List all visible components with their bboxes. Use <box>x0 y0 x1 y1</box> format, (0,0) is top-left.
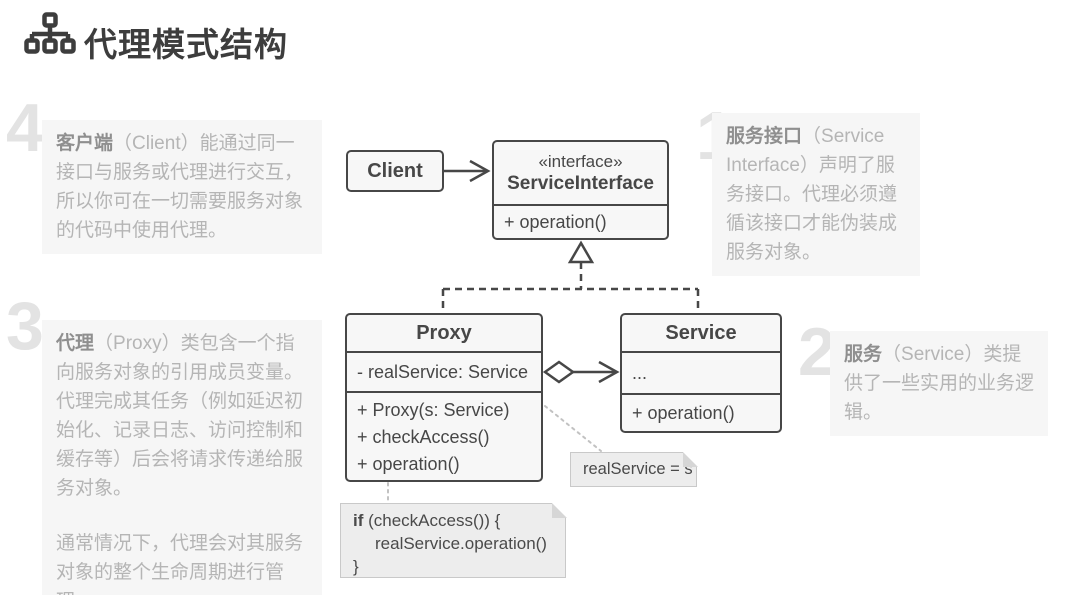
class-name-client: Client <box>367 159 423 182</box>
note-assignment-text: realService = s <box>583 460 693 478</box>
method-operation: + operation() <box>494 204 667 240</box>
annotation-number-3: 3 <box>6 288 44 364</box>
annotation-service-interface-text: （Service Interface）声明了服务接口。代理必须遵循该接口才能伪装… <box>726 126 898 263</box>
class-name-service-interface: ServiceInterface <box>507 172 654 194</box>
annotation-service-interface: 服务接口（Service Interface）声明了服务接口。代理必须遵循该接口… <box>712 113 920 276</box>
method-proxy-constructor: + Proxy(s: Service) <box>357 399 510 420</box>
association-arrowhead-icon <box>469 159 491 183</box>
class-box-service-interface: «interface» ServiceInterface + operation… <box>492 140 669 240</box>
note-code-keyword: if <box>353 511 364 530</box>
page-title: 代理模式结构 <box>84 26 288 63</box>
note-code-line-2: realService.operation() <box>375 534 547 553</box>
annotation-client: 客户端（Client）能通过同一接口与服务或代理进行交互，所以你可在一切需要服务… <box>42 120 322 254</box>
note-code-line-1: if (checkAccess()) { <box>353 509 553 532</box>
annotation-number-4: 4 <box>6 90 44 166</box>
annotation-client-text: （Client）能通过同一接口与服务或代理进行交互，所以你可在一切需要服务对象的… <box>56 133 304 241</box>
class-box-client: Client <box>346 150 444 192</box>
note-code-line-3: } <box>353 557 359 576</box>
realization-dashed-lines <box>441 262 700 312</box>
proxy-method-list: + Proxy(s: Service) + checkAccess() + op… <box>347 391 541 482</box>
realization-triangle-icon <box>567 240 595 264</box>
annotation-proxy-text: （Proxy）类包含一个指向服务对象的引用成员变量。代理完成其任务（例如延迟初始… <box>56 333 304 499</box>
annotation-number-2: 2 <box>798 314 836 390</box>
annotation-service-lead: 服务 <box>844 344 883 365</box>
annotation-client-lead: 客户端 <box>56 133 114 154</box>
sitemap-icon <box>24 12 76 54</box>
class-name-service: Service <box>665 321 737 344</box>
annotation-service-text: （Service）类提供了一些实用的业务逻辑。 <box>844 344 1035 423</box>
class-header-service-interface: «interface» ServiceInterface <box>494 142 667 204</box>
attribute-ellipsis: ... <box>622 351 780 393</box>
note-code-line-1-rest: (checkAccess()) { <box>363 511 501 530</box>
method-check-access: + checkAccess() <box>357 426 490 447</box>
class-name-proxy: Proxy <box>416 321 472 344</box>
stereotype-label: «interface» <box>538 151 623 171</box>
note-connector-assignment <box>544 405 602 452</box>
note-code: if (checkAccess()) { realService.operati… <box>340 502 567 578</box>
aggregation-diamond-icon <box>542 360 576 384</box>
method-operation: + operation() <box>357 453 460 474</box>
note-assignment: realService = s <box>570 451 698 487</box>
annotation-proxy-lead: 代理 <box>56 333 95 354</box>
annotation-service-interface-lead: 服务接口 <box>726 126 803 147</box>
annotation-proxy-paragraph-1: 代理（Proxy）类包含一个指向服务对象的引用成员变量。代理完成其任务（例如延迟… <box>56 329 308 503</box>
annotation-proxy: 代理（Proxy）类包含一个指向服务对象的引用成员变量。代理完成其任务（例如延迟… <box>42 320 322 595</box>
annotation-service: 服务（Service）类提供了一些实用的业务逻辑。 <box>830 331 1048 436</box>
class-box-service: Service ... + operation() <box>620 313 782 433</box>
aggregation-arrowhead-icon <box>598 360 620 384</box>
attribute-real-service: - realService: Service <box>347 351 541 391</box>
method-operation: + operation() <box>622 393 780 433</box>
annotation-proxy-paragraph-2: 通常情况下，代理会对其服务对象的整个生命周期进行管理。 <box>56 533 304 595</box>
class-box-proxy: Proxy - realService: Service + Proxy(s: … <box>345 313 543 482</box>
